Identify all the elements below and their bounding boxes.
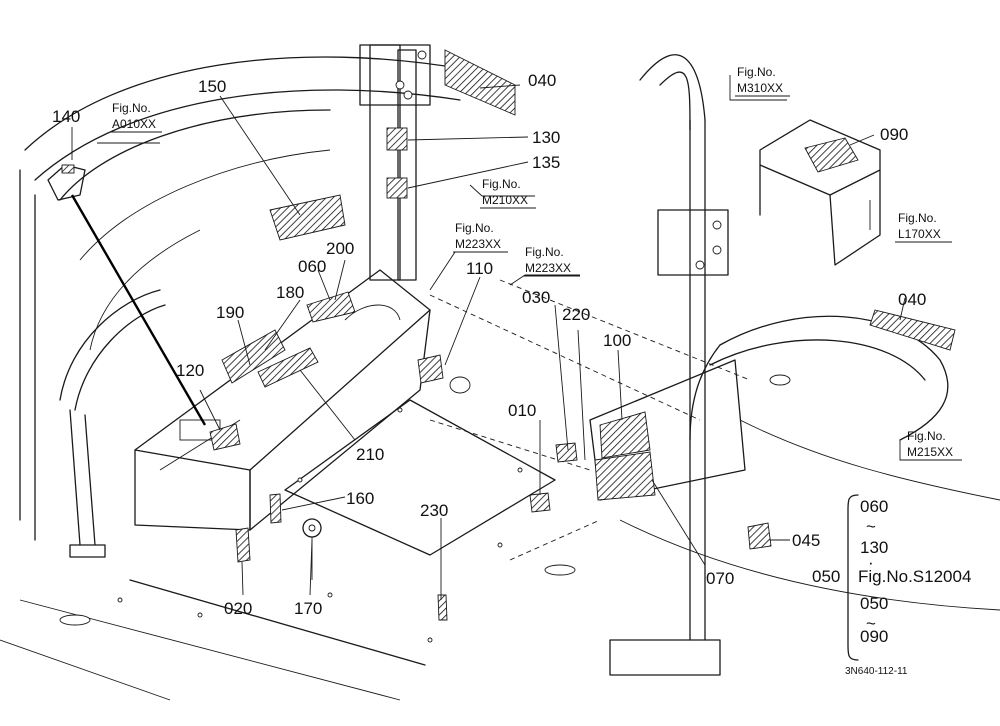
decal-130 — [386, 127, 408, 151]
callout-150: 150 — [198, 77, 226, 96]
rops-frame-left — [59, 289, 166, 558]
drawing-code: 3N640-112-11 — [845, 666, 908, 677]
key-switch-140 — [47, 164, 86, 201]
decal-120 — [209, 423, 241, 451]
callout-190: 190 — [216, 303, 244, 322]
fig-ref-l170-label: Fig.No. — [898, 211, 937, 225]
console-body — [134, 269, 431, 531]
legend-fig-ref: Fig.No.S12004 — [858, 567, 971, 586]
fig-ref-a010-label: Fig.No. — [112, 101, 151, 115]
callout-060: 060 — [298, 257, 326, 276]
decals — [209, 49, 956, 621]
legend-range2-from: 050 — [860, 594, 888, 613]
decal-230 — [437, 594, 448, 621]
fig-ref-m215-label: Fig.No. — [907, 429, 946, 443]
decal-045 — [747, 522, 772, 550]
decal-135 — [386, 177, 408, 199]
callout-160: 160 — [346, 489, 374, 508]
decal-150 — [269, 194, 346, 241]
callout-170: 170 — [294, 599, 322, 618]
rops-post-center — [359, 44, 431, 281]
decal-060-200 — [306, 291, 356, 323]
callout-120: 120 — [176, 361, 204, 380]
leader-lines — [70, 75, 955, 600]
legend-tilde-2: ~ — [866, 614, 876, 633]
callout-100: 100 — [603, 331, 631, 350]
fig-ref-m210-code: M210XX — [482, 193, 528, 207]
callout-130: 130 — [532, 128, 560, 147]
decal-070 — [594, 451, 656, 501]
callout-040-top: 040 — [528, 71, 556, 90]
range-legend: 050 060 ~ 130 · Fig.No.S12004 050 ~ 090 — [812, 494, 971, 661]
callout-230: 230 — [420, 501, 448, 520]
callout-030: 030 — [522, 288, 550, 307]
callout-210: 210 — [356, 445, 384, 464]
fig-ref-l170-code: L170XX — [898, 227, 941, 241]
callout-200: 200 — [326, 239, 354, 258]
mounting-holes — [117, 407, 523, 643]
callout-140: 140 — [52, 107, 80, 126]
decal-110 — [417, 354, 444, 384]
legend-range1-from: 060 — [860, 497, 888, 516]
legend-tilde-1: ~ — [866, 517, 876, 536]
fig-ref-m310-label: Fig.No. — [737, 65, 776, 79]
legend-range2-to: 090 — [860, 627, 888, 646]
floor-plate — [0, 376, 576, 701]
callout-045: 045 — [792, 531, 820, 550]
callout-110: 110 — [466, 259, 493, 278]
fig-ref-m223b-label: Fig.No. — [525, 245, 564, 259]
decal-040-right — [869, 309, 956, 351]
callout-220: 220 — [562, 305, 590, 324]
legend-050: 050 — [812, 567, 840, 586]
callout-135: 135 — [532, 153, 560, 172]
decal-210 — [257, 347, 319, 388]
callout-090: 090 — [880, 125, 908, 144]
fig-ref-m310-code: M310XX — [737, 81, 783, 95]
fender-right — [619, 315, 1000, 611]
decal-020 — [235, 527, 251, 563]
decal-160 — [269, 493, 282, 524]
decal-030 — [555, 442, 578, 463]
decal-040-top — [444, 49, 516, 116]
callout-180: 180 — [276, 283, 304, 302]
callouts: 140 150 040 130 135 090 200 060 110 180 … — [52, 71, 926, 618]
rops-frame-right — [609, 54, 729, 676]
cover-bracket — [759, 119, 881, 266]
callout-040-right: 040 — [898, 290, 926, 309]
legend-range1-to: 130 — [860, 538, 888, 557]
knob-170 — [302, 518, 322, 580]
decal-090 — [804, 137, 859, 173]
decal-010 — [529, 492, 551, 513]
fig-ref-a010-code: A010XX — [112, 117, 156, 131]
fig-ref-m223a-label: Fig.No. — [455, 221, 494, 235]
fig-ref-m223b-code: M223XX — [525, 261, 571, 275]
fig-ref-m210-label: Fig.No. — [482, 177, 521, 191]
fig-ref-m215-code: M215XX — [907, 445, 953, 459]
figure-references: Fig.No. A010XX Fig.No. M310XX Fig.No. M2… — [110, 65, 962, 461]
callout-010: 010 — [508, 401, 536, 420]
callout-020: 020 — [224, 599, 252, 618]
fig-ref-m223a-code: M223XX — [455, 237, 501, 251]
decal-100 — [599, 411, 651, 459]
callout-070: 070 — [706, 569, 734, 588]
legend-dot: · — [868, 553, 874, 572]
